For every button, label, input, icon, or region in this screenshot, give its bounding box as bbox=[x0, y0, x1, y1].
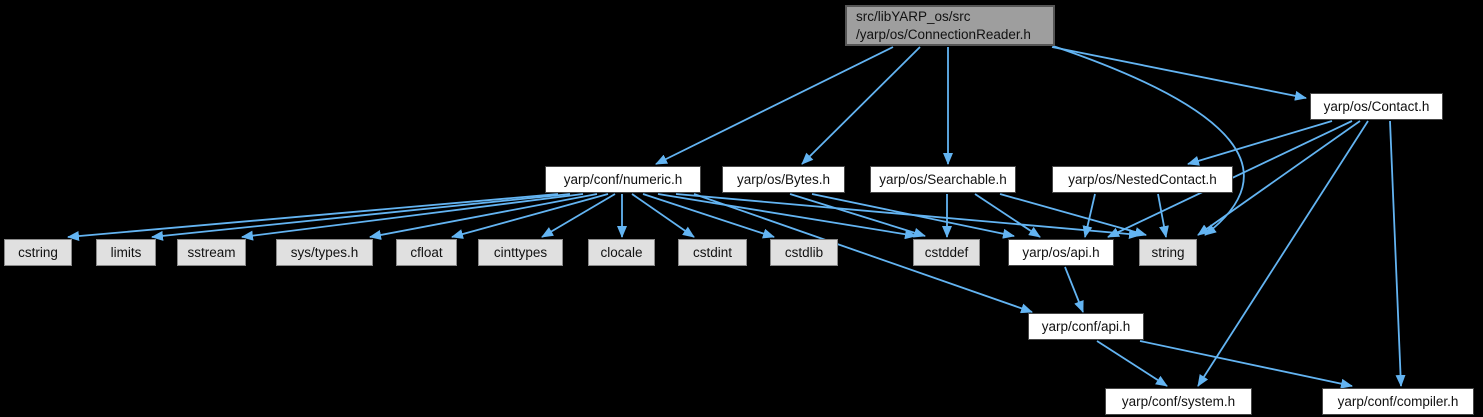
graph-node-cstdlib: cstdlib bbox=[770, 239, 838, 266]
graph-node-label: yarp/conf/system.h bbox=[1121, 394, 1236, 409]
edge-numeric-to-confapi bbox=[693, 193, 1033, 314]
edge-numeric-to-cinttypes bbox=[541, 193, 616, 238]
graph-node-label: yarp/os/Searchable.h bbox=[879, 172, 1007, 187]
edge-numeric-to-sstream bbox=[241, 193, 584, 241]
graph-node-system[interactable]: yarp/conf/system.h bbox=[1105, 388, 1252, 415]
graph-node-limits: limits bbox=[96, 239, 156, 266]
graph-node-label: yarp/conf/compiler.h bbox=[1337, 394, 1459, 409]
edge-confapi-to-system bbox=[1096, 340, 1168, 387]
edge-confapi-to-compiler bbox=[1139, 340, 1353, 389]
graph-node-label: cfloat bbox=[410, 245, 443, 260]
edge-numeric-to-cstdlib bbox=[642, 193, 775, 239]
graph-node-numeric[interactable]: yarp/conf/numeric.h bbox=[545, 166, 701, 193]
graph-node-bytes[interactable]: yarp/os/Bytes.h bbox=[722, 166, 845, 193]
graph-node-osapi[interactable]: yarp/os/api.h bbox=[1008, 239, 1114, 266]
graph-node-label: cstdlib bbox=[784, 245, 824, 260]
graph-node-cfloat: cfloat bbox=[396, 239, 457, 266]
graph-node-label: sstream bbox=[187, 245, 236, 260]
graph-node-label: clocale bbox=[600, 245, 643, 260]
edge-numeric-to-cfloat bbox=[451, 193, 609, 239]
edge-searchable-to-string bbox=[999, 193, 1147, 237]
graph-node-label: /yarp/os/ConnectionReader.h bbox=[856, 26, 1031, 42]
graph-node-label: yarp/os/NestedContact.h bbox=[1068, 172, 1217, 187]
graph-node-label: cstring bbox=[18, 245, 58, 260]
graph-node-nested[interactable]: yarp/os/NestedContact.h bbox=[1052, 166, 1233, 193]
edge-searchable-to-osapi bbox=[974, 193, 1041, 238]
edge-numeric-to-cstdint bbox=[631, 193, 695, 238]
graph-node-string: string bbox=[1139, 239, 1197, 266]
graph-node-contact[interactable]: yarp/os/Contact.h bbox=[1310, 93, 1443, 120]
edge-contact-to-system bbox=[1197, 120, 1369, 387]
edge-connectionreader-to-bytes bbox=[801, 46, 921, 165]
edge-numeric-to-string bbox=[675, 193, 1141, 240]
edge-numeric-to-cstring bbox=[67, 193, 559, 242]
edge-connectionreader-to-numeric bbox=[655, 46, 894, 165]
graph-node-sstream: sstream bbox=[177, 239, 246, 266]
graph-node-systypes: sys/types.h bbox=[276, 239, 373, 266]
edge-numeric-to-cstddef bbox=[657, 193, 917, 240]
edge-numeric-to-systypes bbox=[369, 193, 598, 240]
edge-bytes-to-cstddef bbox=[789, 193, 926, 238]
graph-node-label: limits bbox=[110, 245, 142, 260]
graph-node-label: yarp/conf/api.h bbox=[1041, 319, 1131, 334]
edge-contact-to-compiler bbox=[1389, 120, 1406, 387]
graph-node-confapi[interactable]: yarp/conf/api.h bbox=[1028, 313, 1144, 340]
graph-node-cstddef: cstddef bbox=[913, 239, 980, 266]
graph-node-clocale: clocale bbox=[588, 239, 655, 266]
graph-node-label: cstddef bbox=[924, 245, 969, 260]
graph-node-label: yarp/os/Bytes.h bbox=[736, 172, 831, 187]
graph-node-label: string bbox=[1151, 245, 1185, 260]
graph-node-cinttypes: cinttypes bbox=[478, 239, 563, 266]
edge-contact-to-nested bbox=[1187, 120, 1333, 166]
graph-node-label: cstdint bbox=[692, 245, 733, 260]
graph-node-label: yarp/conf/numeric.h bbox=[563, 172, 683, 187]
edge-contact-to-string bbox=[1197, 120, 1361, 236]
graph-node-compiler[interactable]: yarp/conf/compiler.h bbox=[1322, 388, 1474, 415]
edge-connectionreader-to-string bbox=[1052, 45, 1245, 236]
graph-node-label: src/libYARP_os/src bbox=[856, 8, 971, 24]
edge-osapi-to-confapi bbox=[1064, 266, 1084, 313]
graph-node-searchable[interactable]: yarp/os/Searchable.h bbox=[870, 166, 1016, 193]
graph-node-cstring: cstring bbox=[4, 239, 72, 266]
edge-connectionreader-to-contact bbox=[1051, 46, 1307, 101]
graph-node-label: sys/types.h bbox=[290, 245, 359, 260]
graph-node-label: yarp/os/api.h bbox=[1022, 245, 1100, 260]
graph-node-label: cinttypes bbox=[493, 245, 548, 260]
graph-node-connectionreader: src/libYARP_os/src/yarp/os/ConnectionRea… bbox=[845, 5, 1055, 46]
edge-numeric-to-limits bbox=[151, 193, 571, 241]
edge-nested-to-string bbox=[1157, 193, 1169, 238]
graph-node-cstdint: cstdint bbox=[678, 239, 747, 266]
graph-node-label: yarp/os/Contact.h bbox=[1323, 99, 1430, 114]
